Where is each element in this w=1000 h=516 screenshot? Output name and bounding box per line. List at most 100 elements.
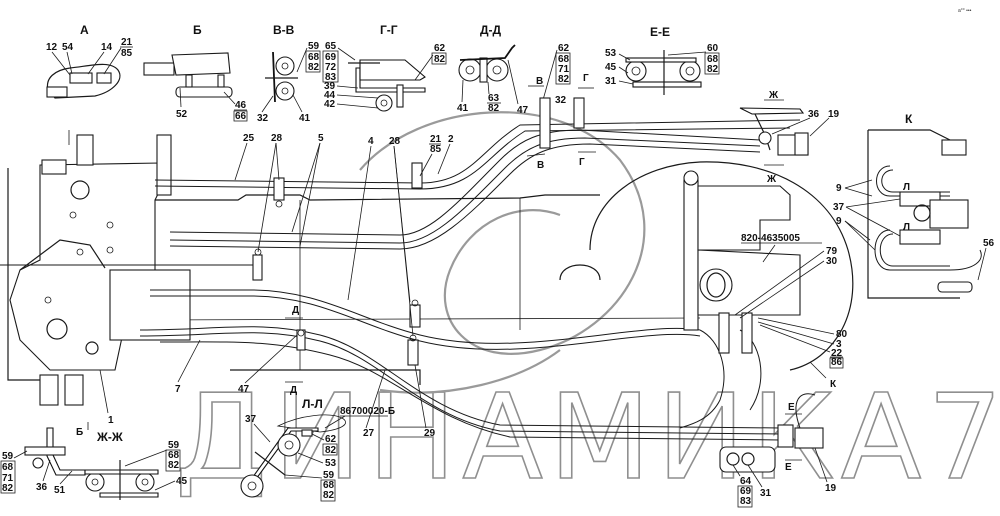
callout-82c: 82 [488, 103, 500, 114]
callout-36b: 36 [36, 482, 48, 493]
callout-1: 1 [108, 415, 114, 426]
part-number-867: 86700020-Б [340, 406, 395, 417]
section-v-bottom: В [537, 160, 544, 171]
callout-5: 5 [318, 133, 324, 144]
section-zh-bottom: Ж [766, 174, 777, 185]
callout-47b: 47 [238, 384, 250, 395]
callout-51: 51 [54, 485, 66, 496]
callout-68b: 68 [558, 54, 570, 65]
pipe-clamps [252, 97, 585, 366]
callout-68e: 68 [168, 450, 180, 461]
callout-83: 83 [325, 72, 337, 83]
section-zh-top: Ж [768, 90, 779, 101]
callout-44: 44 [324, 90, 336, 101]
callout-45: 45 [605, 62, 617, 73]
callout-56: 56 [983, 238, 995, 249]
callout-82d: 82 [558, 74, 570, 85]
view-ll-title: Л-Л [302, 397, 323, 411]
view-ll: Л-Л 86700020-Б 37 53 62 82 59 68 82 [240, 397, 395, 502]
callout-63: 63 [488, 93, 500, 104]
callout-7: 7 [175, 384, 181, 395]
view-zhzh: Ж-Ж 59 68 71 82 36 51 45 59 68 82 [0, 427, 188, 500]
callout-60: 60 [707, 43, 719, 54]
section-e-bottom: Е [785, 462, 792, 473]
callout-31: 31 [605, 76, 617, 87]
callout-83b: 83 [740, 496, 752, 507]
watermark-swoosh [359, 111, 646, 394]
callout-22: 22 [831, 348, 843, 359]
bottom-right-assembly: Е Е 64 69 83 31 19 [719, 393, 837, 508]
view-b: Б 52 46 66 [143, 23, 248, 122]
callout-59c: 59 [168, 440, 180, 451]
callout-68c: 68 [707, 54, 719, 65]
callout-21: 21 [121, 37, 133, 48]
callout-65: 65 [325, 41, 337, 52]
main-callouts: 25 28 5 4 28 21 85 2 7 1 47 27 29 Д Д Б [76, 133, 454, 439]
callout-64: 64 [740, 476, 752, 487]
section-b-arrow: Б [76, 427, 83, 438]
main-frame [7, 168, 701, 385]
callout-82h: 82 [325, 445, 337, 456]
section-k-label: К [830, 379, 837, 390]
callout-45b: 45 [176, 476, 188, 487]
callout-32b: 32 [555, 95, 567, 106]
view-dd-title: Д-Д [480, 23, 502, 37]
corner-mark: a°° ••• [958, 8, 972, 14]
callout-41: 41 [299, 113, 311, 124]
callout-41b: 41 [457, 103, 469, 114]
callout-28: 28 [271, 133, 283, 144]
view-gg-title: Г-Г [380, 23, 398, 37]
callout-80: 80 [836, 329, 848, 340]
callout-52: 52 [176, 109, 188, 120]
callout-3: 3 [836, 339, 842, 350]
callout-59d: 59 [323, 470, 335, 481]
callout-37: 37 [833, 202, 845, 213]
section-g-bottom: Г [579, 157, 585, 168]
callout-69: 69 [325, 52, 337, 63]
callout-53b: 53 [325, 458, 337, 469]
callout-9: 9 [836, 183, 842, 194]
callout-86: 86 [831, 357, 843, 368]
view-a-title: А [80, 23, 89, 37]
callout-62: 62 [434, 43, 446, 54]
callout-19: 19 [828, 109, 840, 120]
view-vv: В-В 32 41 59 68 82 [257, 23, 321, 124]
section-g-top: Г [583, 73, 589, 84]
callout-47: 47 [517, 105, 529, 116]
callout-85b: 85 [430, 144, 442, 155]
pump-assembly [9, 134, 191, 406]
section-l-top: Л [903, 182, 910, 193]
view-ee: Е-Е 53 45 31 60 68 82 [605, 25, 720, 95]
view-gg: Г-Г 65 69 72 83 39 44 42 62 82 [322, 23, 447, 112]
callout-59: 59 [308, 41, 320, 52]
callout-30: 30 [826, 256, 838, 267]
callout-68f: 68 [323, 480, 335, 491]
callout-72: 72 [325, 62, 337, 73]
callout-4: 4 [368, 136, 374, 147]
callout-28b: 28 [389, 136, 401, 147]
callout-82e: 82 [707, 64, 719, 75]
callout-27: 27 [363, 428, 375, 439]
callout-19b: 19 [825, 483, 837, 494]
section-e-top: Е [788, 402, 795, 413]
callout-25: 25 [243, 133, 255, 144]
callout-21b: 21 [430, 134, 442, 145]
callout-2: 2 [448, 134, 454, 145]
callout-82g: 82 [168, 460, 180, 471]
view-k-title: К [905, 112, 913, 126]
callout-62c: 62 [325, 434, 337, 445]
callout-62b: 62 [558, 43, 570, 54]
view-b-title: Б [193, 23, 202, 37]
callout-12: 12 [46, 42, 58, 53]
callout-68d: 68 [2, 462, 14, 473]
part-number-820: 820-4635005 [741, 233, 800, 244]
callout-32: 32 [257, 113, 269, 124]
callout-82: 82 [308, 62, 320, 73]
callout-82i: 82 [323, 490, 335, 501]
callout-79: 79 [826, 246, 838, 257]
section-l-bottom: Л [903, 222, 910, 233]
pipe-bundle [0, 119, 801, 441]
callout-85: 85 [121, 48, 133, 59]
view-dd: Д-Д 41 47 63 82 [457, 23, 529, 116]
